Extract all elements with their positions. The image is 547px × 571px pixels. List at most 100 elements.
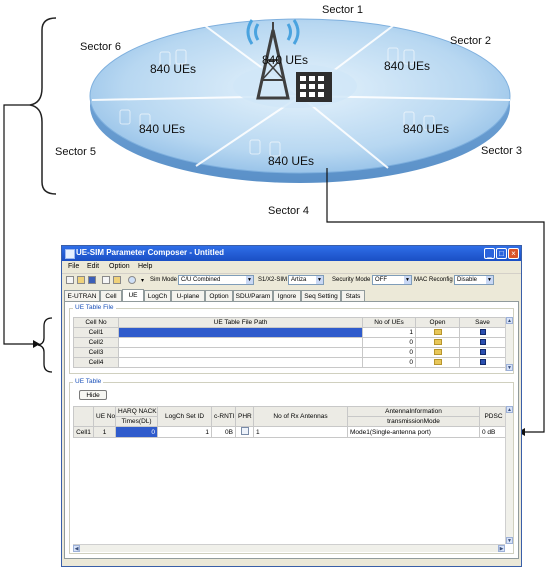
chevron-down-icon: ▼ [246,276,253,284]
s1x2-sim-select[interactable]: Artiza▼ [288,275,324,285]
menu-file[interactable]: File [68,263,80,270]
row-cell-label: Cell1 [73,426,94,438]
pdsc-field[interactable]: 0 dB [479,426,508,438]
ue-count-sector-6: 840 UEs [150,62,196,76]
chevron-down-icon: ▼ [404,276,411,284]
ue-sim-window: UE-SIM Parameter Composer - Untitled _ □… [61,245,522,567]
logch-set-id-field[interactable]: 1 [157,426,212,438]
table-row[interactable]: Cell4 0 [73,357,506,368]
ue-table-file-path-field[interactable] [118,327,363,338]
chevron-down-icon: ▼ [486,276,493,284]
scroll-left-icon[interactable]: ◀ [73,545,80,552]
scroll-down-icon[interactable]: ▼ [506,537,513,544]
scroll-down-icon[interactable]: ▼ [506,364,513,371]
save-icon[interactable] [88,276,96,284]
tab-option[interactable]: Option [205,290,233,301]
col-ue-table-file-path: UE Table File Path [118,317,363,328]
close-button[interactable]: × [508,248,519,259]
col-pdsc: PDSC [479,406,508,427]
paste-icon[interactable] [113,276,121,284]
col-harq-nack: HARQ NACK [115,406,158,417]
menu-option[interactable]: Option [109,263,130,270]
sector-label-6: Sector 6 [80,41,121,53]
rx-antennas-field[interactable]: 1 [253,426,348,438]
cell-no: Cell2 [73,337,119,348]
col-cell-no: Cell No [73,317,119,328]
mac-reconfig-label: MAC Reconfig [414,277,453,283]
open-folder-icon[interactable] [433,348,442,355]
ue-no-value: 1 [93,426,116,438]
table-row[interactable]: Cell3 0 [73,347,506,358]
security-mode-select[interactable]: OFF▼ [372,275,412,285]
c-rnti-field[interactable]: 0B [211,426,236,438]
ue-table-horizontal-scrollbar[interactable]: ◀ ▶ [73,544,505,552]
menu-help[interactable]: Help [138,263,153,270]
menu-edit[interactable]: Edit [87,263,100,270]
table-row[interactable]: Cell2 0 [73,337,506,348]
ue-count-sector-4: 840 UEs [268,154,314,168]
ue-table-file-header: Cell No UE Table File Path No of UEs Ope… [73,317,506,328]
left-brace [29,17,57,195]
cell-no: Cell1 [73,327,119,338]
save-disk-icon[interactable] [479,348,486,355]
tab-cell[interactable]: Cell [100,290,122,301]
scroll-right-icon[interactable]: ▶ [498,545,505,552]
open-folder-icon[interactable] [433,358,442,365]
ue-table-file-path-field[interactable] [118,347,363,358]
minimize-button[interactable]: _ [484,248,495,259]
open-folder-icon[interactable] [77,276,85,284]
transmission-mode-field[interactable]: Mode1(Single-antenna port) [347,426,480,438]
tab-stats[interactable]: Stats [341,290,365,301]
hide-button[interactable]: Hide [79,390,107,400]
cell-no: Cell3 [73,347,119,358]
menu-bar: File Edit Option Help [62,262,521,272]
sector-label-3: Sector 3 [481,145,522,157]
open-folder-icon[interactable] [433,338,442,345]
open-folder-icon[interactable] [433,328,442,335]
ue-table-header-top: UE No HARQ NACK LogCh Set ID c-RNTI PHR … [73,406,508,427]
ue-table-file-scrollbar[interactable]: ▲ ▼ [505,317,513,371]
scroll-up-icon[interactable]: ▲ [506,317,513,324]
chevron-down-icon[interactable]: ▾ [141,278,145,284]
table-row[interactable]: Cell1 1 0 1 0B 1 Mode1(Single-antenna po… [73,426,508,438]
ue-count-sector-5: 840 UEs [139,122,185,136]
tab-e-utran[interactable]: E-UTRAN [64,290,100,301]
tab-u-plane[interactable]: U-plane [171,290,205,301]
sector-label-1: Sector 1 [322,4,363,16]
mac-reconfig-select[interactable]: Disable▼ [454,275,494,285]
tab-ignore[interactable]: Ignore [273,290,301,301]
cell-no: Cell4 [73,357,119,368]
ue-count-sector-3: 840 UEs [403,122,449,136]
ue-table-group [69,382,514,554]
table-row[interactable]: Cell1 1 [73,327,506,338]
maximize-button[interactable]: □ [496,248,507,259]
no-of-ues-field[interactable]: 0 [362,347,416,358]
save-disk-icon[interactable] [479,328,486,335]
title-bar: UE-SIM Parameter Composer - Untitled _ □… [62,246,521,261]
ue-table-title: UE Table [73,378,104,385]
tab-logch[interactable]: LogCh [144,290,171,301]
ue-table-file-path-field[interactable] [118,337,363,348]
no-of-ues-field[interactable]: 0 [362,357,416,368]
sector-label-4: Sector 4 [268,205,309,217]
scroll-up-icon[interactable]: ▲ [506,406,513,413]
save-disk-icon[interactable] [479,338,486,345]
phr-checkbox[interactable] [240,427,249,435]
new-file-icon[interactable] [66,276,74,284]
ue-table-vertical-scrollbar[interactable]: ▲ ▼ [505,406,513,544]
sim-mode-select[interactable]: C/U Combined▼ [178,275,254,285]
help-icon[interactable] [128,276,136,284]
save-disk-icon[interactable] [479,358,486,365]
no-of-ues-field[interactable]: 0 [362,337,416,348]
ue-table-grid: UE No HARQ NACK LogCh Set ID c-RNTI PHR … [73,406,508,438]
tab-seq-setting[interactable]: Seq Setting [301,290,341,301]
no-of-ues-field[interactable]: 1 [362,327,416,338]
col-open: Open [415,317,460,328]
copy-icon[interactable] [102,276,110,284]
col-logch-set-id: LogCh Set ID [157,406,212,427]
base-station-building-icon [296,72,332,102]
harq-nack-field[interactable]: 0 [115,426,158,438]
tab-sdu-param[interactable]: SDU/Param [233,290,273,301]
ue-table-file-path-field[interactable] [118,357,363,368]
tab-ue[interactable]: UE [122,289,144,301]
